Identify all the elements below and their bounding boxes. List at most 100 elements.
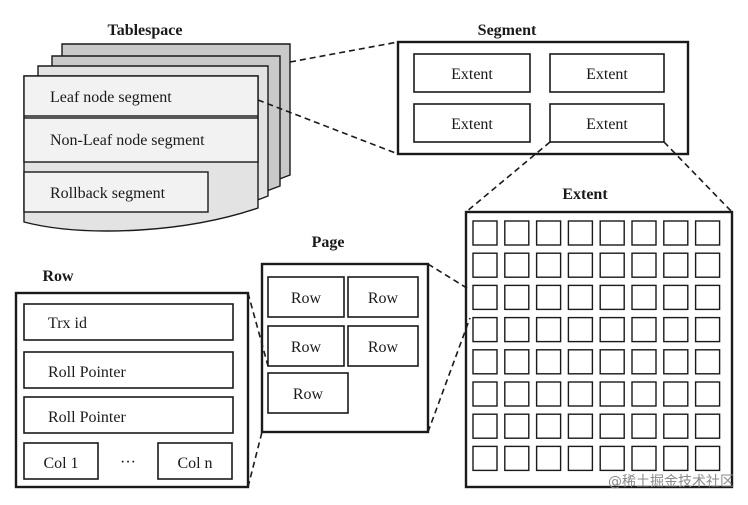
row-field-trx-id-label: Trx id: [48, 315, 87, 332]
row-col-n: [157, 442, 233, 480]
extent-page-cell: [599, 349, 625, 375]
extent-page-cell: [472, 284, 498, 311]
extent-page-cell: [535, 252, 562, 278]
zoom-connectors: [247, 41, 733, 488]
extent-page-cell: [694, 413, 721, 439]
extent-page-cell: [504, 252, 530, 278]
extent-page-cell: [631, 349, 657, 375]
extent-page-cell: [504, 445, 530, 472]
extent-page-cell: [663, 349, 689, 375]
extent-page-cell: [694, 252, 721, 278]
segment-extent-1: [413, 53, 531, 93]
row-group: Row Trx id Roll Pointer Roll Pointer Col…: [14, 268, 250, 489]
extent-page-cell: [504, 349, 530, 375]
extent-page-cell: [631, 316, 657, 343]
connector-page-extent-top: [427, 263, 471, 291]
extent-page-cell: [599, 284, 625, 311]
connector-tablespace-segment-top: [289, 41, 399, 63]
segment-extent-2: [549, 53, 665, 93]
extent-page-cell: [631, 284, 657, 311]
non-leaf-node-segment-tab: [23, 117, 259, 163]
extent-page-cell: [535, 413, 562, 439]
page-row-2: [347, 276, 419, 318]
extent-page-cell: [504, 284, 530, 311]
extent-page-cell: [535, 349, 562, 375]
non-leaf-node-segment-label: Non-Leaf node segment: [50, 132, 205, 149]
connector-segment-extent-right: [663, 141, 733, 213]
segment-extent-4: [549, 103, 665, 143]
extent-page-cell: [631, 252, 657, 278]
extent-page-cell: [631, 413, 657, 439]
row-col-1-label: Col 1: [43, 455, 78, 472]
connector-segment-extent-left: [465, 141, 551, 213]
extent-page-cell: [472, 413, 498, 439]
extent-page-cell: [663, 445, 689, 472]
page-row-4-label: Row: [368, 339, 399, 356]
page-title: Page: [312, 234, 345, 251]
segment-extent-2-label: Extent: [586, 66, 628, 83]
extent-title: Extent: [562, 186, 608, 203]
extent-page-cell: [535, 381, 562, 407]
extent-page-cell: [663, 220, 689, 246]
segment-group: Segment Extent Extent Extent Extent: [396, 22, 690, 156]
leaf-node-segment-tab: [23, 75, 259, 117]
extent-page-cell: [663, 381, 689, 407]
extent-page-cell: [599, 445, 625, 472]
extent-page-cell: [599, 381, 625, 407]
row-field-trx-id: [23, 303, 234, 341]
extent-page-cell: [599, 252, 625, 278]
page-row-5-label: Row: [293, 386, 324, 403]
page-row-3: [267, 325, 345, 367]
extent-page-cell: [472, 381, 498, 407]
segment-extent-4-label: Extent: [586, 116, 628, 133]
page-row-4: [347, 325, 419, 367]
extent-page-cell: [472, 445, 498, 472]
extent-page-cell: [663, 284, 689, 311]
tablespace-title: Tablespace: [108, 22, 183, 39]
connector-tablespace-segment-bottom: [257, 99, 399, 155]
extent-page-cell: [472, 220, 498, 246]
extent-page-cell: [694, 220, 721, 246]
connector-row-page-top: [247, 292, 269, 367]
row-field-roll-pointer-2: [23, 396, 234, 434]
row-col-n-label: Col n: [177, 455, 212, 472]
extent-page-cell: [567, 381, 594, 407]
extent-page-cell: [694, 381, 721, 407]
extent-page-cell: [663, 252, 689, 278]
extent-page-cell: [472, 252, 498, 278]
row-col-ellipsis: ···: [120, 454, 136, 471]
extent-page-cell: [504, 381, 530, 407]
extent-page-grid: [472, 220, 721, 472]
extent-page-cell: [631, 220, 657, 246]
connector-page-extent-bottom: [427, 317, 471, 433]
extent-page-cell: [694, 349, 721, 375]
page-row-1: [267, 276, 345, 318]
segment-title: Segment: [478, 22, 537, 39]
extent-page-cell: [472, 349, 498, 375]
extent-page-cell: [535, 316, 562, 343]
extent-page-cell: [567, 220, 594, 246]
page-row-3-label: Row: [291, 339, 322, 356]
page-row-2-label: Row: [368, 290, 399, 307]
page-row-1-label: Row: [291, 290, 322, 307]
extent-page-cell: [599, 316, 625, 343]
extent-page-cell: [663, 413, 689, 439]
page-group: Page Row Row Row Row Row: [260, 234, 430, 434]
extent-page-cell: [472, 316, 498, 343]
extent-page-cell: [631, 381, 657, 407]
extent-page-cell: [567, 349, 594, 375]
segment-extent-3: [413, 103, 531, 143]
extent-page-cell: [567, 284, 594, 311]
extent-page-cell: [535, 220, 562, 246]
extent-page-cell: [504, 316, 530, 343]
watermark-text: @稀土掘金技术社区: [608, 474, 734, 490]
segment-extent-1-label: Extent: [451, 66, 493, 83]
extent-page-cell: [504, 220, 530, 246]
leaf-node-segment-label: Leaf node segment: [50, 89, 172, 106]
row-field-roll-pointer-2-label: Roll Pointer: [48, 409, 126, 426]
extent-page-cell: [535, 445, 562, 472]
extent-page-cell: [567, 445, 594, 472]
extent-page-cell: [631, 445, 657, 472]
page-row-5: [267, 372, 349, 414]
